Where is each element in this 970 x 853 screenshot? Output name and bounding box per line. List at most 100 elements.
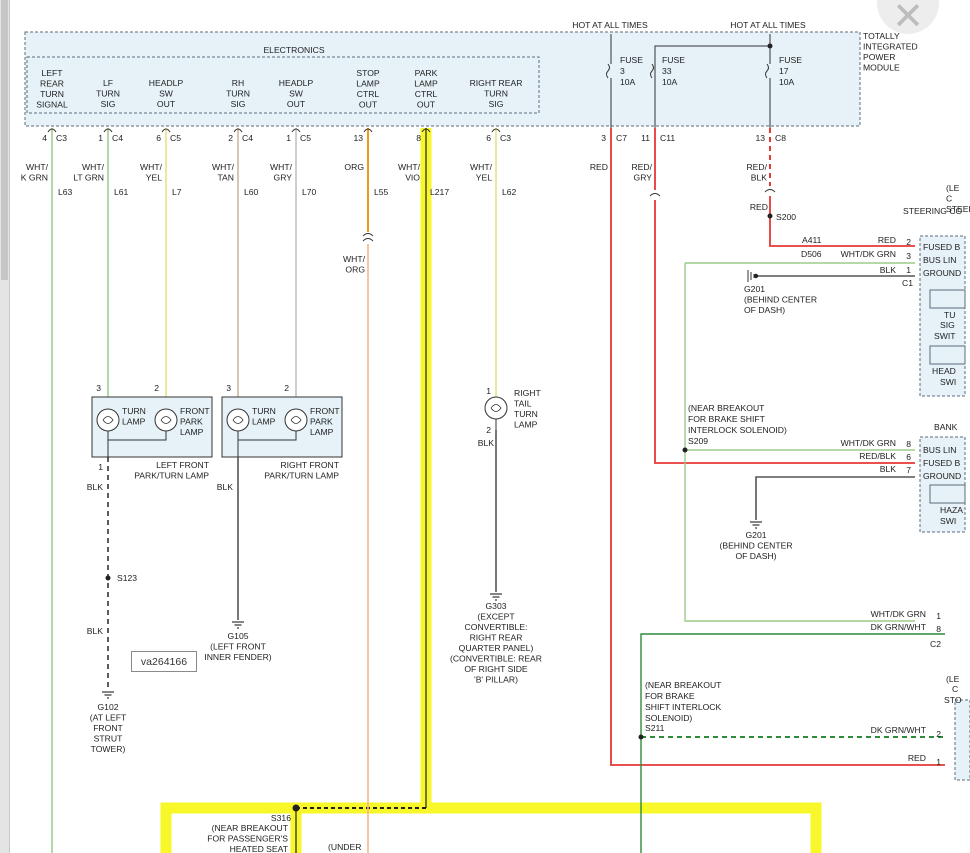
fuse-label: 10A (620, 77, 636, 87)
steering-column-label: STEERING CO (946, 204, 970, 214)
pin-number: 1 (906, 265, 911, 275)
wire-color-label: GRY (274, 173, 293, 183)
fuse-label: FUSE (662, 55, 685, 65)
tipm-output-label: LAMP (414, 79, 438, 89)
pin-number: 3 (226, 383, 231, 393)
pin-number: 1 (98, 462, 103, 472)
electronics-subbox (26, 56, 540, 114)
switch-label: TU (944, 310, 955, 320)
wire-color-label: WHT/ (82, 162, 105, 172)
wire-color-label: RED (590, 162, 608, 172)
wire-color-label: GRY (634, 173, 653, 183)
wire-color-label: BLK (751, 173, 768, 183)
park-lamp-label: PARK (180, 417, 203, 427)
splice-label: S123 (117, 573, 137, 583)
wire-color-label: WHT/DK GRN (841, 249, 896, 259)
connector-pin: 8 (416, 133, 421, 143)
splice-label: S211 (645, 723, 665, 733)
tipm-output-label: SIG (231, 99, 246, 109)
pin-number: 1 (936, 757, 941, 767)
splice-note: SOLENOID) (645, 713, 692, 723)
lamp-title: PARK/TURN LAMP (264, 471, 339, 481)
circuit-number: D506 (801, 249, 822, 259)
lamp-title: PARK/TURN LAMP (134, 471, 209, 481)
wire-color-label: BLK (880, 464, 897, 474)
window-left-scrollbar[interactable] (0, 0, 10, 853)
connector-pin: 6 (156, 133, 161, 143)
ground-label: (CONVERTIBLE: REAR (450, 654, 542, 664)
fuse-label: 33 (662, 66, 672, 76)
ground-label: OF DASH) (735, 551, 776, 561)
turn-lamp-label: TURN (252, 406, 276, 416)
wire-color-label: BLK (87, 482, 104, 492)
connector-pin: 3 (601, 133, 606, 143)
ground-label: 'B' PILLAR) (474, 675, 518, 685)
fuse-label: FUSE (620, 55, 643, 65)
wire-color-label: VIO (405, 173, 420, 183)
splice-label: S200 (776, 212, 796, 222)
connector-id: C11 (660, 133, 675, 143)
connector-id: C4 (242, 133, 253, 143)
lamp-title: RIGHT FRONT (280, 460, 339, 470)
splice-note: FOR PASSENGER'S (207, 834, 288, 844)
wire-color-label: WHT/DK GRN (871, 609, 926, 619)
tipm-output-label: TURN (484, 89, 508, 99)
switch-label: SWIT (934, 331, 956, 341)
connector-id: C4 (112, 133, 123, 143)
ground-label: G201 (745, 530, 766, 540)
splice-note: (UNDER (328, 842, 361, 852)
ground-label: (BEHIND CENTER (744, 295, 817, 305)
lamp-title: LEFT FRONT (156, 460, 210, 470)
ground-label: G105 (227, 631, 248, 641)
pin-function-label: BUS LIN (923, 255, 956, 265)
ground-label: (LEFT FRONT (210, 642, 266, 652)
tipm-output-label: SW (159, 89, 174, 99)
right-front-lamp-box (221, 396, 343, 458)
switch-label: SWI (940, 516, 956, 526)
connector-pin: 4 (42, 133, 47, 143)
fuse3-red-wire (610, 40, 945, 766)
connector-symbol (161, 128, 171, 133)
pin-number: 8 (906, 439, 911, 449)
circuit-number: L63 (58, 187, 73, 197)
tipm-output-label: SIG (489, 99, 504, 109)
image-id-tag: va264166 (131, 651, 197, 672)
splice-note: (NEAR BREAKOUT (645, 680, 722, 690)
wire-color-label: WHT/ (470, 162, 493, 172)
tipm-output-label: REAR (40, 79, 64, 89)
wire-color-label: RED (750, 202, 768, 212)
pin-number: 3 (906, 251, 911, 261)
steering-column-label: STEERING CO (903, 206, 963, 216)
connector-pin: 1 (98, 133, 103, 143)
park-lamp-label: FRONT (180, 406, 210, 416)
connector-id: C7 (616, 133, 627, 143)
tipm-output-label: TURN (226, 89, 250, 99)
wire-color-label: TAN (217, 173, 234, 183)
park-lamp-label: LAMP (180, 427, 204, 437)
pin-number: 1 (936, 611, 941, 621)
ground-label: INNER FENDER) (204, 652, 271, 662)
splice-label: S209 (688, 436, 708, 446)
g105-ground-icon (231, 621, 245, 629)
connector-symbol (363, 128, 373, 133)
module-label: C (952, 684, 958, 694)
ground-label: (BEHIND CENTER (719, 541, 792, 551)
close-icon: ✕ (892, 0, 924, 38)
ground-label: FRONT (93, 723, 123, 733)
connector-pin: 13 (353, 133, 363, 143)
hot-bus-lines (606, 34, 773, 79)
tipm-output-label: LEFT (41, 68, 63, 78)
g201-bottom-ground-icon (749, 521, 763, 529)
pin-function-label: BUS LIN (923, 445, 956, 455)
turn-lamp-label: LAMP (252, 417, 276, 427)
module-label: (LE (946, 674, 960, 684)
connector-symbol (47, 128, 57, 133)
g303-ground-icon (489, 593, 503, 601)
connector-symbol (233, 128, 243, 133)
scrollbar-thumb[interactable] (1, 0, 8, 280)
ground-label: CONVERTIBLE: (465, 622, 528, 632)
wire-color-label: WHT/ (270, 162, 293, 172)
wire-color-label: RED/ (746, 162, 767, 172)
connector-id: C3 (500, 133, 511, 143)
